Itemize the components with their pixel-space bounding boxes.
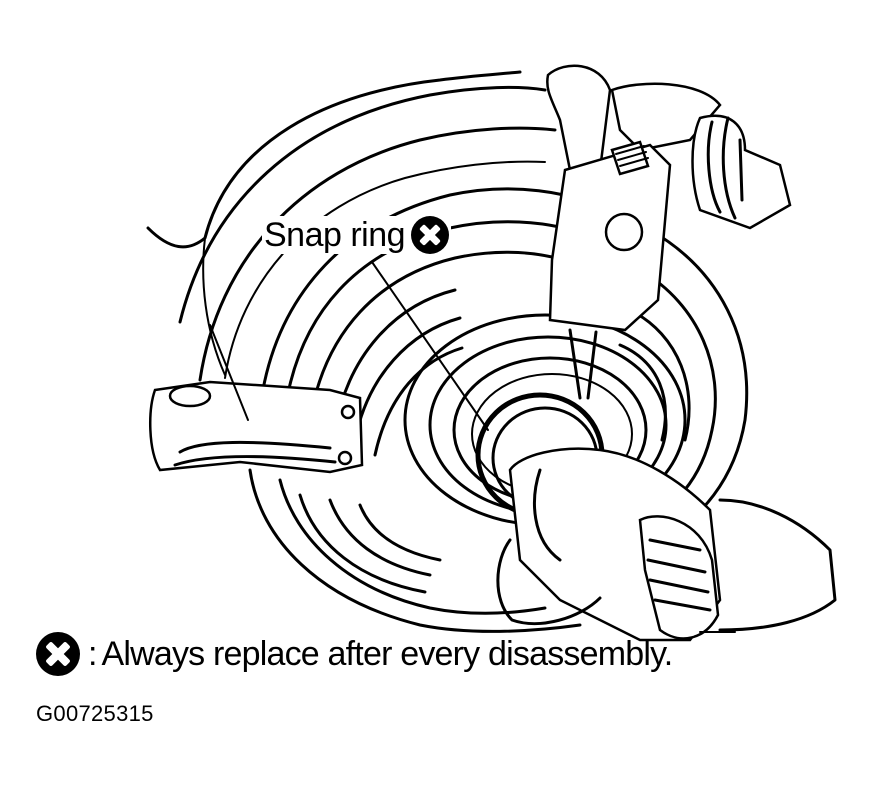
- legend-separator: :: [88, 635, 98, 673]
- snap-ring-pliers: [546, 64, 722, 400]
- figure-id: G00725315: [36, 701, 154, 726]
- legend: : Always replace after every disassembly…: [36, 632, 673, 676]
- legend-text: Always replace after every disassembly.: [101, 635, 673, 673]
- snap-ring-label: Snap ring: [264, 216, 406, 254]
- concentric-rings: [248, 187, 749, 633]
- left-bracket: [149, 324, 364, 474]
- callout-leader-line: [371, 261, 489, 431]
- snap-ring-callout: Snap ring: [262, 216, 452, 254]
- replace-mark-icon: [36, 632, 80, 676]
- hand-and-shaft: [496, 447, 837, 642]
- housing-outline: [146, 70, 557, 382]
- ribbed-knob: [691, 114, 792, 230]
- replace-mark-icon: [411, 216, 450, 254]
